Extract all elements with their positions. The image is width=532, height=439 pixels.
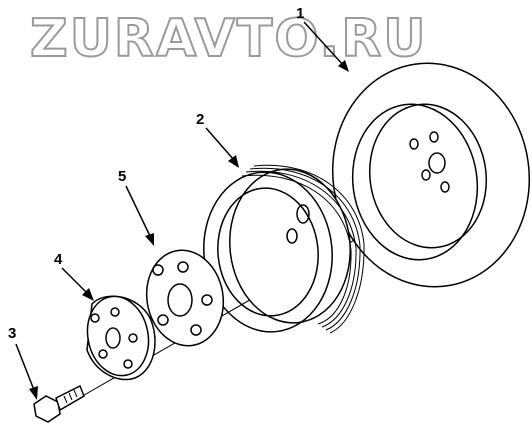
callout-1-arrow: [303, 21, 345, 67]
callout-2-label: 2: [196, 111, 204, 128]
callout-3-arrowhead: [29, 386, 38, 400]
callout-5-arrow: [125, 185, 151, 237]
part-5-spacer-plate: [145, 249, 225, 347]
callout-5-arrowhead: [145, 233, 154, 246]
part-4-washer-plate: [86, 295, 156, 381]
callout-3-arrow: [15, 343, 35, 391]
callout-1-label: 1: [296, 5, 304, 22]
callout-2-arrowhead: [228, 155, 239, 168]
part-1-damper: [331, 62, 531, 288]
callout-1-arrowhead: [338, 60, 349, 72]
callout-4-arrow: [61, 267, 89, 295]
callout-5-label: 5: [118, 168, 126, 185]
part-3-bolt: [33, 384, 85, 423]
watermark-text: ZURAVTO.RU: [30, 9, 427, 69]
callout-4-arrowhead: [82, 288, 94, 301]
callout-2-arrow: [205, 127, 235, 161]
callout-4-label: 4: [54, 251, 63, 268]
callout-3-label: 3: [8, 325, 16, 342]
